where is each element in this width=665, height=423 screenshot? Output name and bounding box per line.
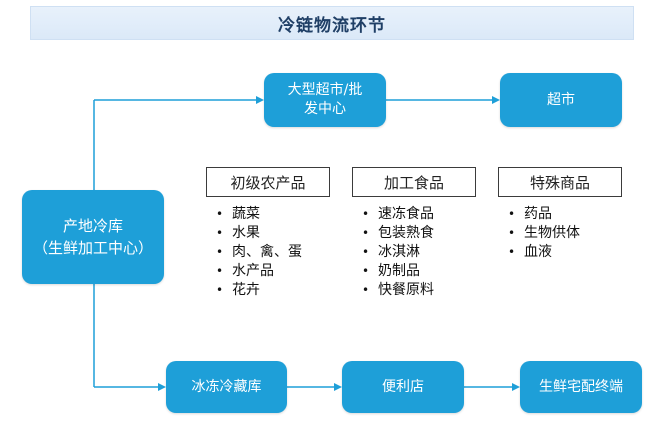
list-item: 肉、禽、蛋 (216, 243, 330, 262)
node-supermarket: 超市 (500, 73, 622, 127)
list-item: 血液 (508, 243, 622, 262)
title-bar: 冷链物流环节 (30, 6, 634, 40)
category-primary-agri: 初级农产品 蔬菜 水果 肉、禽、蛋 水产品 花卉 (206, 167, 330, 300)
category-title: 初级农产品 (206, 167, 330, 197)
node-cold-store: 冰冻冷藏库 (166, 361, 287, 413)
list-item: 花卉 (216, 281, 330, 300)
node-big-line1: 大型超市/批 (287, 82, 363, 98)
category-item-list: 药品 生物供体 血液 (498, 205, 622, 262)
node-fresh-terminal: 生鲜宅配终端 (520, 361, 642, 413)
list-item: 包装熟食 (362, 224, 476, 243)
node-origin-cold-storage: 产地冷库 （生鲜加工中心） (22, 190, 164, 284)
category-item-list: 速冻食品 包装熟食 冰淇淋 奶制品 快餐原料 (352, 205, 476, 300)
list-item: 蔬菜 (216, 205, 330, 224)
node-big-line2: 发中心 (304, 101, 346, 117)
category-special-goods: 特殊商品 药品 生物供体 血液 (498, 167, 622, 262)
page-title: 冷链物流环节 (278, 15, 386, 36)
category-title: 加工食品 (352, 167, 476, 197)
node-fresh-terminal-label: 生鲜宅配终端 (539, 378, 623, 395)
category-title: 特殊商品 (498, 167, 622, 197)
node-cold-store-label: 冰冻冷藏库 (191, 378, 262, 395)
node-convenience-store: 便利店 (342, 361, 464, 413)
list-item: 冰淇淋 (362, 243, 476, 262)
list-item: 快餐原料 (362, 281, 476, 300)
node-supermarket-label: 超市 (547, 91, 575, 108)
node-convenience-label: 便利店 (382, 378, 424, 395)
list-item: 水果 (216, 224, 330, 243)
node-big-supermarket: 大型超市/批 发中心 (264, 73, 386, 127)
list-item: 生物供体 (508, 224, 622, 243)
list-item: 药品 (508, 205, 622, 224)
node-origin-line1: 产地冷库 (62, 217, 123, 235)
category-item-list: 蔬菜 水果 肉、禽、蛋 水产品 花卉 (206, 205, 330, 300)
list-item: 速冻食品 (362, 205, 476, 224)
node-origin-line2: （生鲜加工中心） (32, 239, 153, 257)
category-processed-food: 加工食品 速冻食品 包装熟食 冰淇淋 奶制品 快餐原料 (352, 167, 476, 300)
list-item: 奶制品 (362, 262, 476, 281)
list-item: 水产品 (216, 262, 330, 281)
